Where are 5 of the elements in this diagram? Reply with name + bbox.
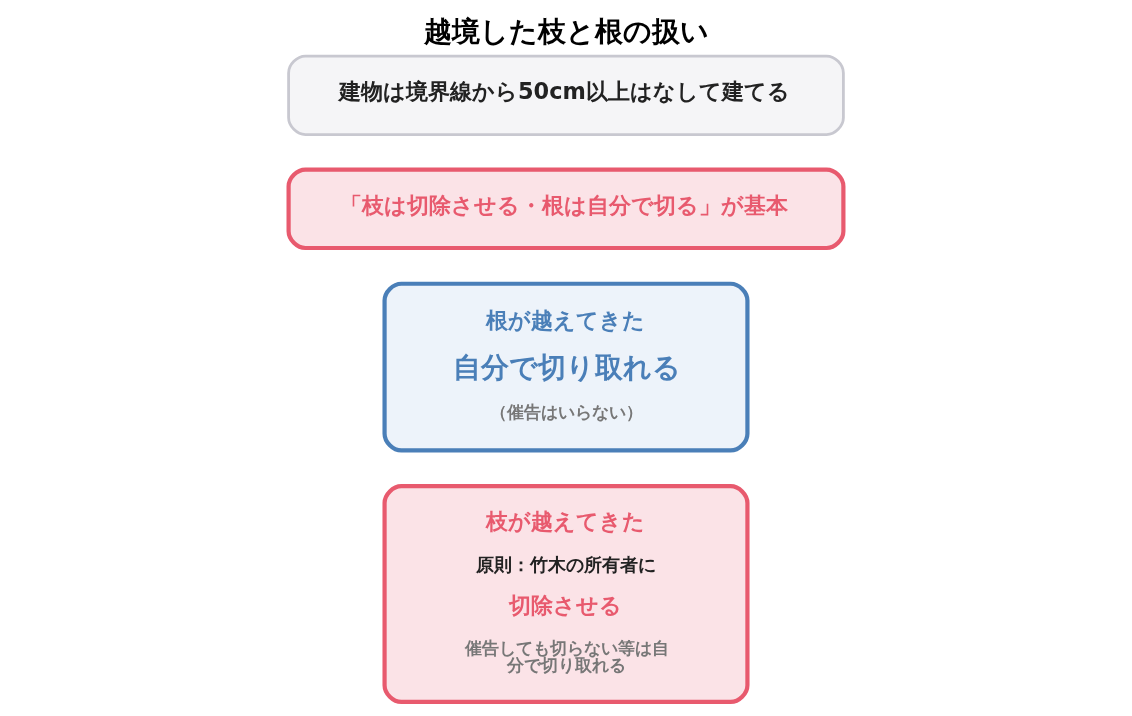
node-box: 枝が越えてきた 原則：竹木の所有者に 切除させる 催告しても切らない等は自分で切り取れる bbox=[382, 484, 750, 705]
node-box: 建物は境界線から50cm以上はなして建てる bbox=[287, 54, 845, 136]
node-box: 「枝は切除させる・根は自分で切る」が基本 bbox=[286, 167, 846, 251]
node-box: 根が越えてきた 自分で切り取れる （催告はいらない） bbox=[382, 281, 750, 453]
diagram-title: 越境した枝と根の扱い bbox=[423, 14, 709, 48]
